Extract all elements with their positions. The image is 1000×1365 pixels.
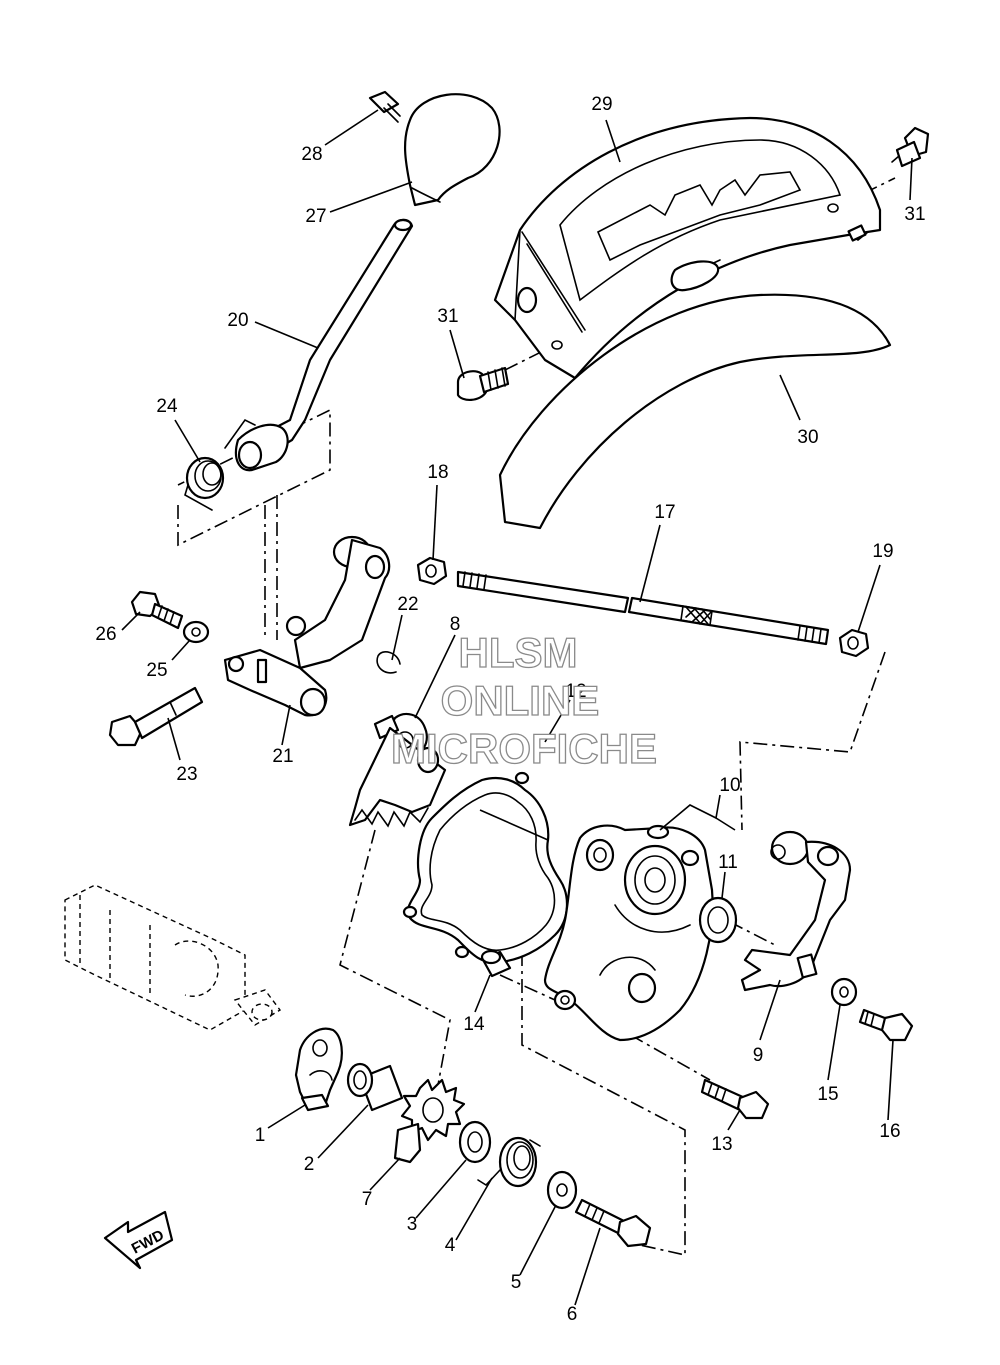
- collar: [346, 1062, 404, 1112]
- cover-gasket: [402, 771, 569, 964]
- shift-arm: [223, 535, 391, 717]
- callout-3: 3: [407, 1214, 418, 1235]
- cover-bolt-left: [456, 366, 510, 401]
- torsion-spring: [184, 418, 256, 511]
- callout-31-left: 31: [437, 306, 458, 327]
- callout-17: 17: [654, 502, 675, 523]
- callout-numbers: 28 27 20 24 29 31 31 30 18 17 19 22 8 26…: [95, 94, 925, 1325]
- callout-10: 10: [719, 775, 740, 796]
- callout-2: 2: [304, 1154, 315, 1175]
- shift-shaft-arm: [740, 830, 852, 992]
- stopper-bolt: [574, 1198, 652, 1248]
- callout-13: 13: [711, 1134, 732, 1155]
- callout-11: 11: [718, 852, 738, 873]
- callout-leader-lines: [121, 109, 913, 1306]
- watermark: HLSM ONLINE MICROFICHE: [390, 628, 657, 772]
- circlip: [376, 651, 401, 674]
- watermark-line-2: ONLINE: [441, 677, 600, 724]
- forward-arrow-icon: FWD: [103, 1210, 174, 1270]
- callout-16: 16: [879, 1121, 900, 1142]
- callout-22: 22: [397, 594, 418, 615]
- callout-20: 20: [227, 310, 248, 331]
- callout-25: 25: [146, 660, 167, 681]
- cover-bolt: [700, 1078, 770, 1120]
- callout-18: 18: [427, 462, 448, 483]
- callout-23: 23: [176, 764, 197, 785]
- shift-cover: [543, 824, 714, 1042]
- rod-nut-right: [838, 628, 870, 658]
- knob-screw: [368, 90, 401, 123]
- callout-19: 19: [872, 541, 893, 562]
- gate-lower-panel: [498, 259, 892, 530]
- callout-27: 27: [305, 206, 326, 227]
- stopper-spring: [477, 1136, 541, 1188]
- callout-15: 15: [817, 1084, 838, 1105]
- callout-28: 28: [301, 144, 322, 165]
- dowel-pin: [480, 949, 512, 978]
- callout-7: 7: [362, 1189, 373, 1210]
- shift-rod: [456, 570, 830, 646]
- star-segment: [393, 1078, 466, 1164]
- cover-bolt-right: [891, 126, 930, 168]
- arm-washer: [182, 620, 210, 644]
- watermark-line-3: MICROFICHE: [391, 725, 657, 772]
- watermark-line-1: HLSM: [459, 629, 578, 676]
- arm-washer-right: [830, 977, 858, 1007]
- shift-segment: [348, 712, 447, 828]
- shift-knob: [403, 93, 501, 207]
- callout-26: 26: [95, 624, 116, 645]
- shift-gate-cover: [493, 116, 882, 380]
- callout-1: 1: [255, 1125, 266, 1146]
- callout-4: 4: [445, 1235, 456, 1256]
- callout-9: 9: [753, 1045, 764, 1066]
- callout-29: 29: [591, 94, 612, 115]
- callout-14: 14: [463, 1014, 485, 1035]
- shift-lever: [234, 218, 414, 472]
- shift-drum-reference: [64, 884, 282, 1031]
- stopper-plate: [294, 1027, 343, 1112]
- segment-washer: [458, 1120, 492, 1164]
- callout-5: 5: [511, 1272, 522, 1293]
- callout-8: 8: [450, 614, 461, 635]
- callout-24: 24: [156, 396, 178, 417]
- pivot-pin: [108, 686, 204, 747]
- callout-31-right: 31: [904, 204, 925, 225]
- arm-bolt-right: [858, 1008, 914, 1042]
- callout-21: 21: [272, 746, 293, 767]
- callout-30: 30: [797, 427, 818, 448]
- callout-12: 12: [565, 681, 586, 702]
- oil-seal: [698, 896, 738, 944]
- arm-bolt: [130, 590, 184, 630]
- bolt-washer: [546, 1170, 578, 1210]
- rod-nut-left: [416, 556, 448, 586]
- callout-6: 6: [567, 1304, 578, 1325]
